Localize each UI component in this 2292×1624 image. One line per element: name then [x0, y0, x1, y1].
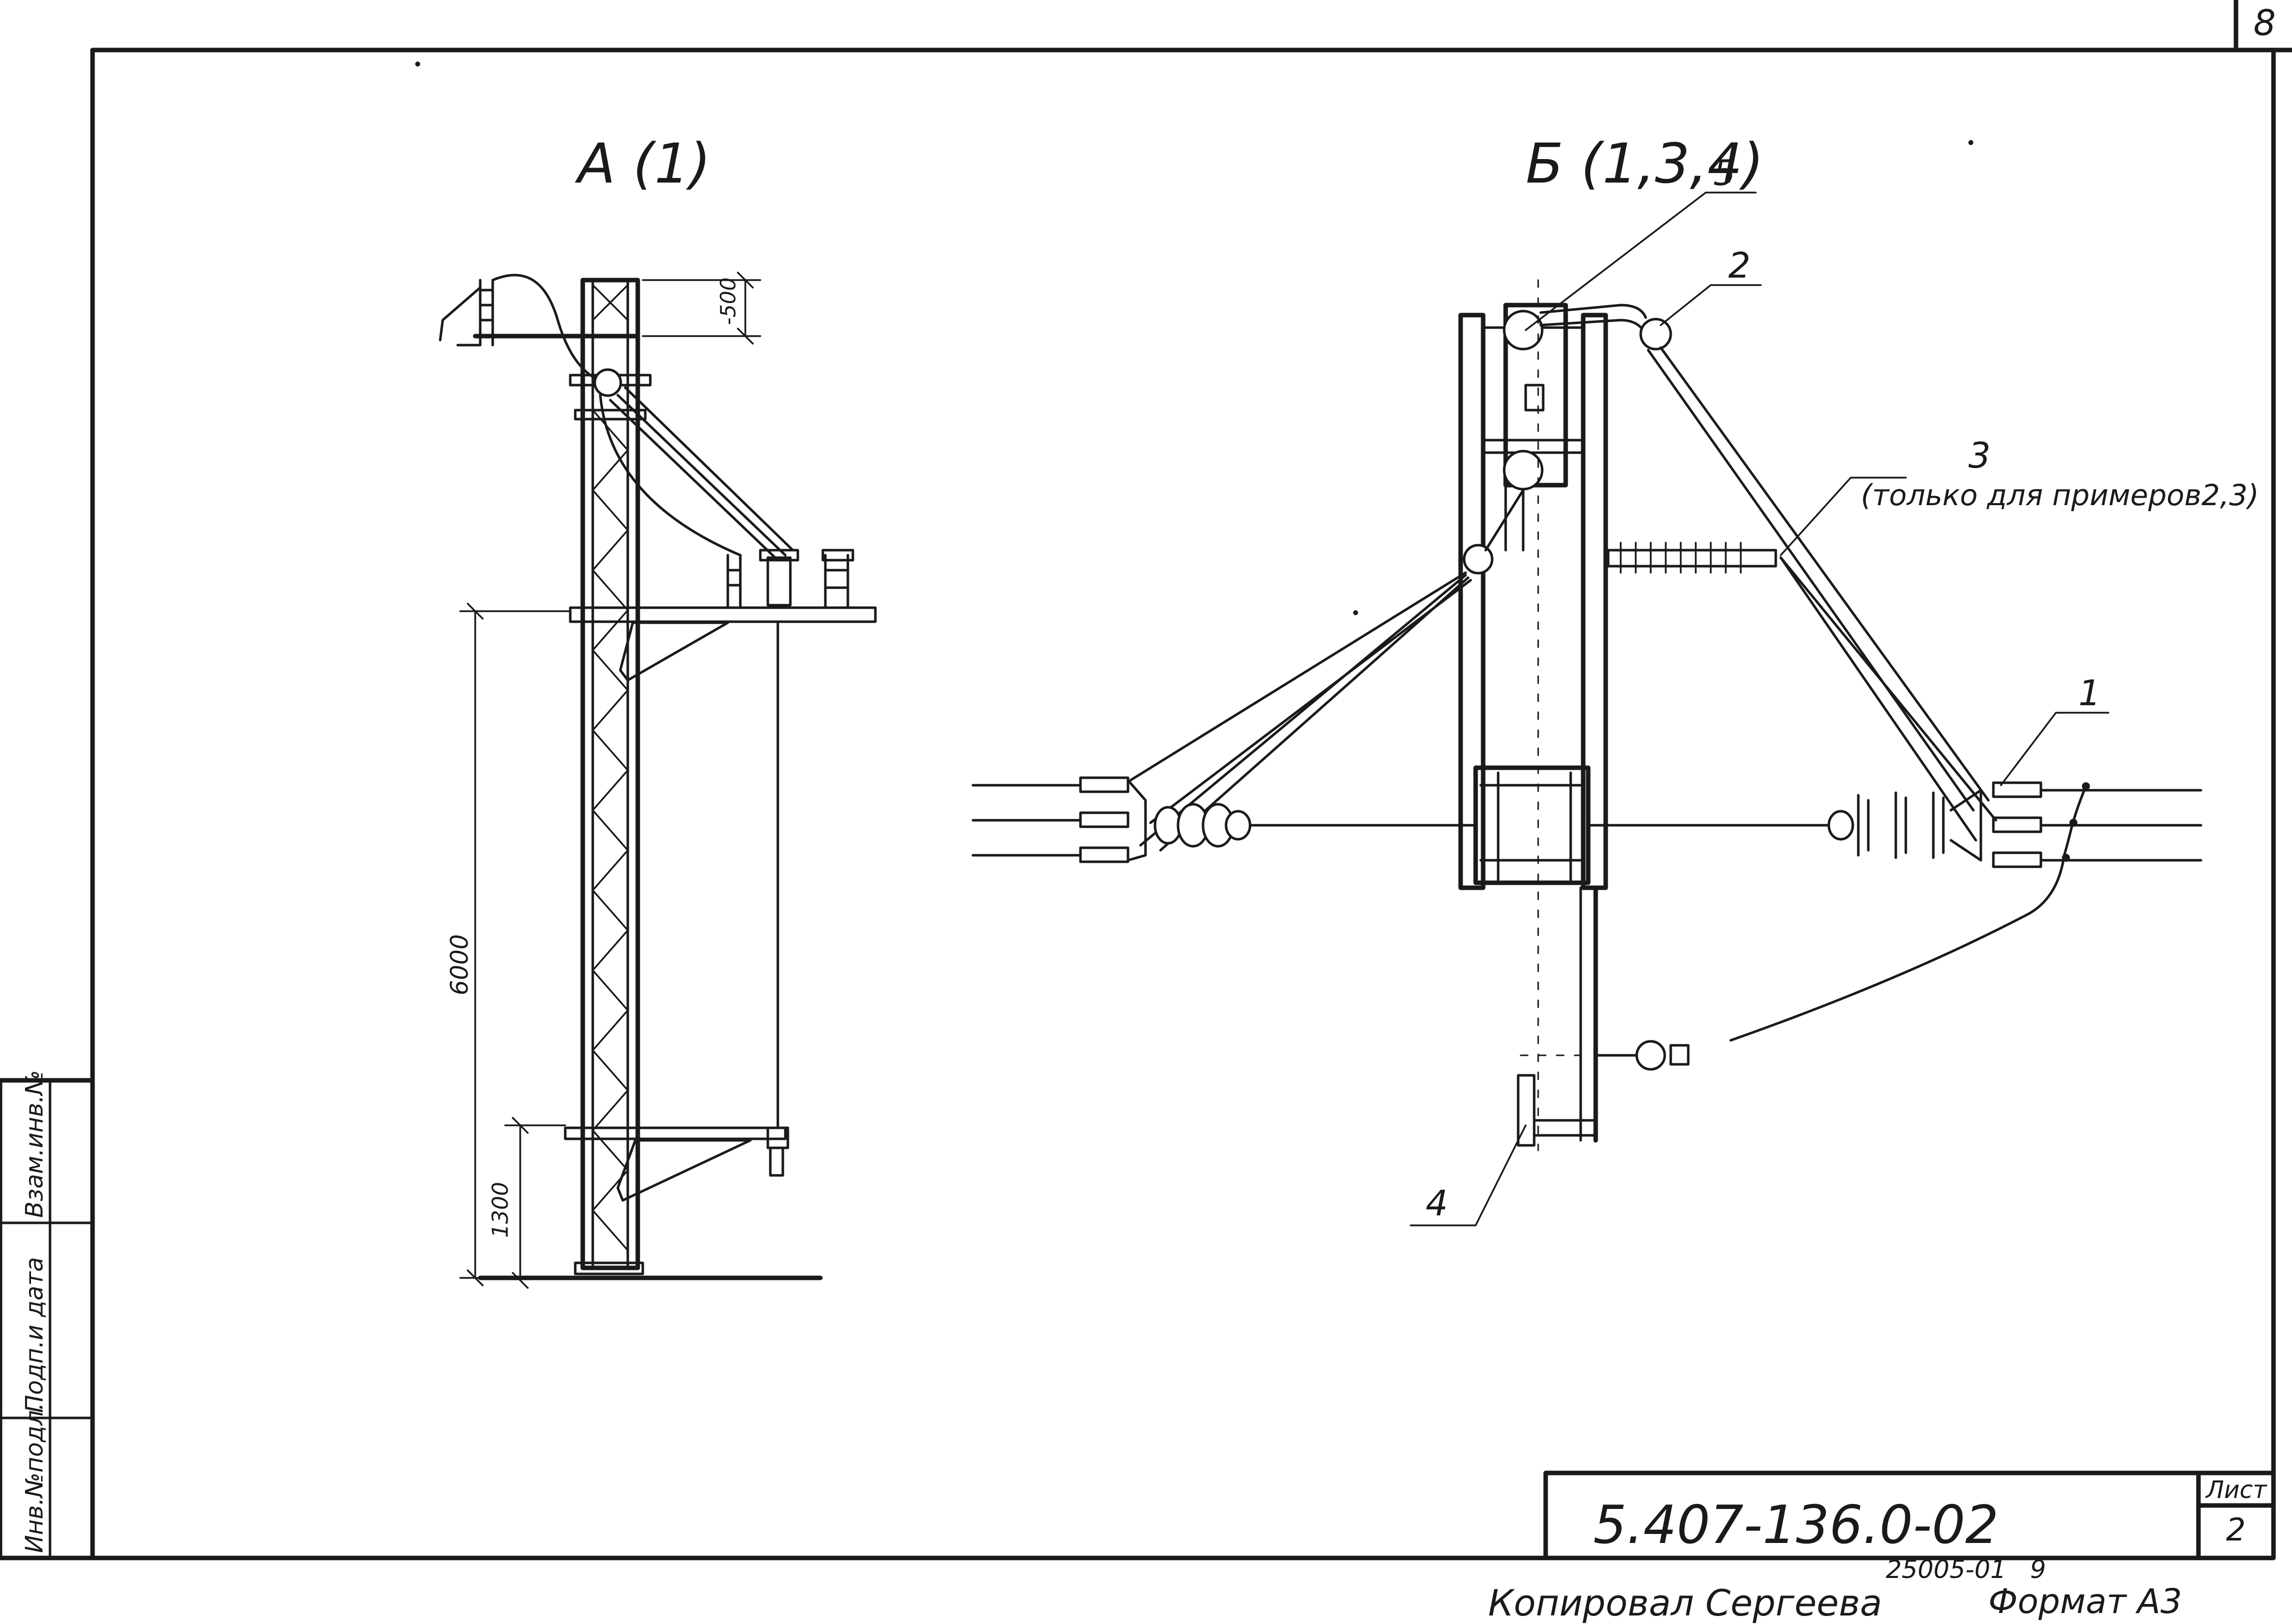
sheet-corner-number: 8 — [2253, 3, 2276, 44]
callout-1: 1 — [2078, 673, 2101, 714]
callout-3-note: (только для примеров2,3) — [1861, 478, 2259, 512]
low-bracket — [564, 621, 789, 1202]
doc-number: 5.407-136.0-02 — [1593, 1494, 1999, 1555]
callout-2: 2 — [1728, 245, 1751, 286]
title-block — [1543, 1470, 2276, 1560]
lattice-mast — [478, 278, 823, 1280]
stamp-inv-number: Инв.№подл. — [21, 1402, 49, 1553]
sheet-number: 2 — [2226, 1511, 2245, 1548]
view-a-dimensions — [459, 272, 761, 1289]
stamp-sign-date: Подп.и дата — [21, 1257, 49, 1413]
order-number: 25005-01 9 — [1886, 1555, 2046, 1584]
format-label: Формат А3 — [1988, 1582, 2182, 1621]
sheet-frame — [90, 0, 2292, 1560]
left-conductors — [971, 776, 1477, 863]
sheet-label: Лист — [2205, 1476, 2268, 1504]
callout-leaders — [1410, 192, 2109, 1226]
view-b-title: Б (1,3,4) — [1526, 132, 1764, 196]
callout-5: 5 — [1713, 153, 1736, 194]
side-stamp — [0, 1078, 95, 1560]
dim-height-label: 6000 — [446, 934, 474, 995]
stray-marks — [415, 62, 1973, 615]
top-pipe — [1539, 304, 1672, 351]
view-a: A (1) — [439, 132, 877, 1289]
equipment-console — [569, 549, 877, 682]
view-b: Б (1,3,4) — [971, 132, 2259, 1226]
right-guy-wires — [1647, 346, 1997, 842]
right-conductors — [1587, 781, 2202, 868]
stamp-replace-inv: Взам.инв.№ — [21, 1070, 49, 1218]
view-a-title: A (1) — [575, 132, 711, 196]
dim-low-label: 1300 — [488, 1182, 513, 1238]
lower-drop — [1517, 859, 2065, 1147]
callout-4: 4 — [1426, 1183, 1448, 1224]
copied-by: Копировал Сергеева — [1488, 1582, 1882, 1624]
top-bracket — [439, 274, 652, 421]
callout-3: 3 — [1968, 435, 1991, 476]
feeder-wires — [599, 386, 794, 562]
dim-top-label: -500 — [716, 278, 740, 325]
portal-frame — [1458, 279, 1608, 1151]
strain-insulator — [1607, 542, 1777, 574]
left-guy-wires — [1129, 489, 1525, 852]
